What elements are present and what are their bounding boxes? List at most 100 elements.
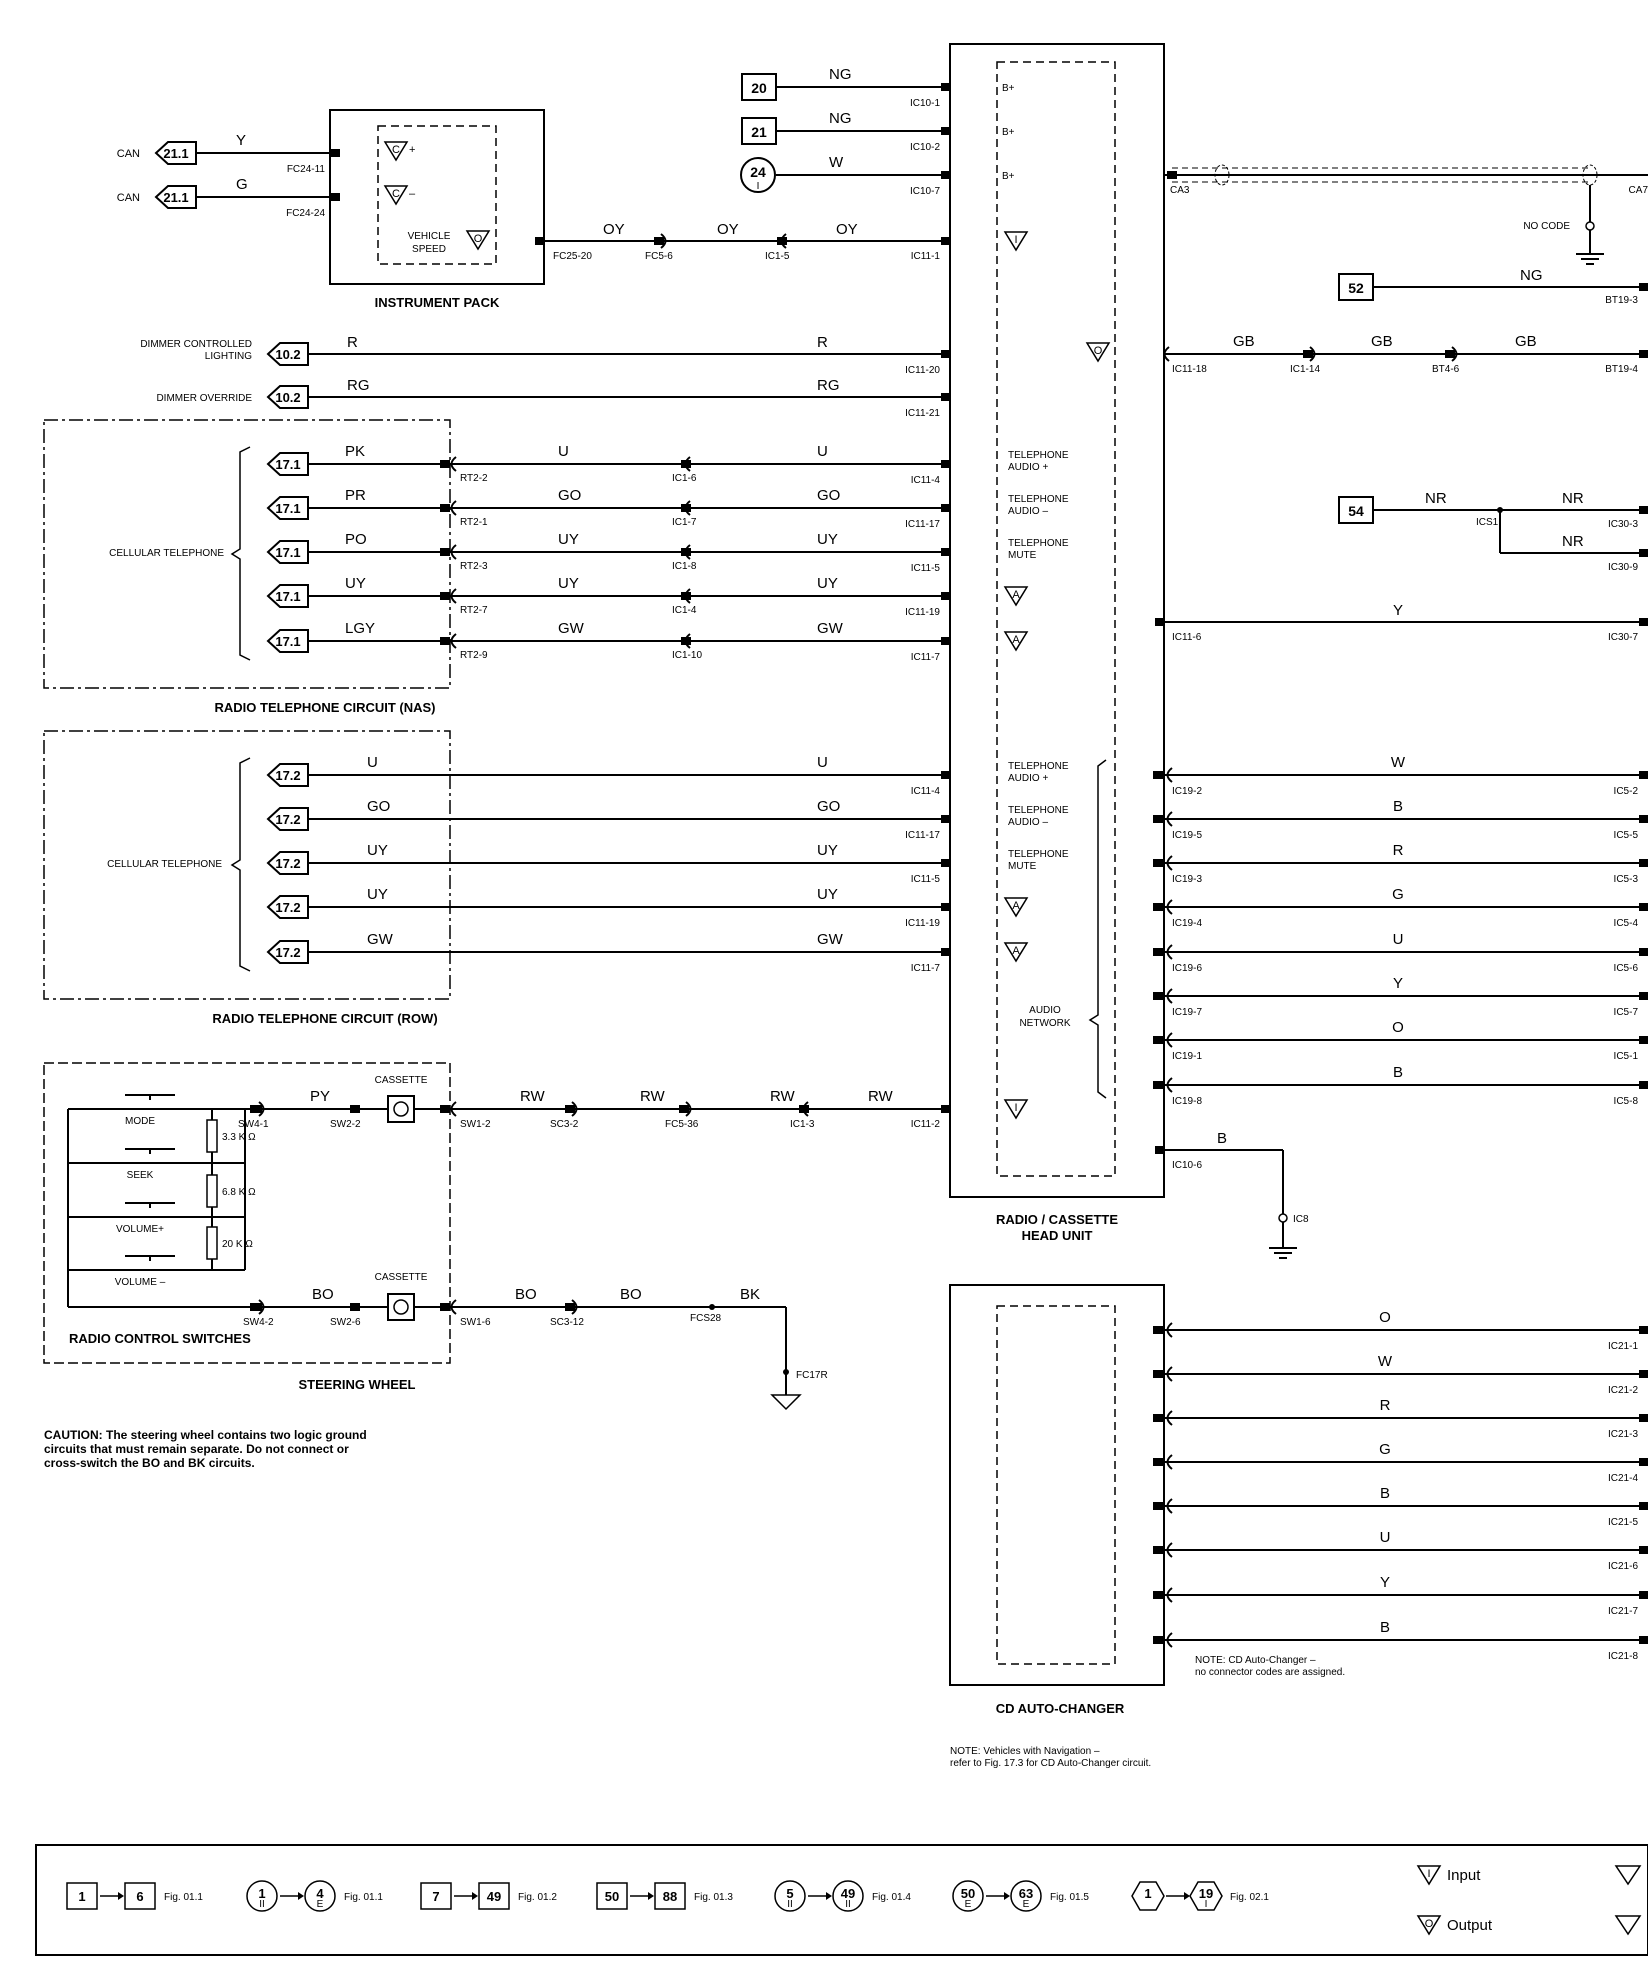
pin bbox=[1639, 903, 1648, 911]
legend-arrowhead bbox=[826, 1892, 832, 1900]
socket-connector bbox=[450, 633, 457, 649]
connector-code: SW4-1 bbox=[238, 1119, 269, 1130]
pin bbox=[941, 460, 951, 468]
pin bbox=[941, 1105, 951, 1113]
pin bbox=[1153, 1591, 1163, 1599]
tel-row-box bbox=[43, 730, 451, 1000]
wire-color: U bbox=[817, 443, 828, 460]
can-label: CAN bbox=[117, 148, 140, 160]
connector-code: IC19-2 bbox=[1172, 786, 1202, 797]
inline-connector-pin bbox=[654, 237, 664, 245]
legend-from bbox=[246, 1880, 278, 1912]
wire-color: B bbox=[1217, 1130, 1227, 1147]
input-marker bbox=[1003, 1099, 1029, 1120]
connector-code: IC21-4 bbox=[1608, 1473, 1638, 1484]
instrument-pack-box bbox=[329, 109, 545, 285]
wire-color: GB bbox=[1515, 333, 1537, 350]
connector-code: FC24-24 bbox=[286, 208, 325, 219]
shield-ring bbox=[1582, 164, 1598, 186]
tel-pin-label: TELEPHONE bbox=[1008, 494, 1069, 505]
wire-color: OY bbox=[603, 221, 625, 238]
legend-from bbox=[1131, 1881, 1165, 1911]
connector-code: SC3-2 bbox=[550, 1119, 579, 1130]
ref-arrow-label: 17.1 bbox=[275, 545, 300, 560]
dimmer-label: DIMMER OVERRIDE bbox=[156, 393, 252, 404]
pin-label: B+ bbox=[1002, 83, 1015, 94]
resistor-value: 3.3 K Ω bbox=[222, 1132, 256, 1143]
pin bbox=[440, 592, 450, 600]
ground-symbol bbox=[770, 1394, 802, 1411]
inline-connector bbox=[660, 233, 667, 249]
ref-arrow-label: 17.1 bbox=[275, 634, 300, 649]
tel-row-title: RADIO TELEPHONE CIRCUIT (ROW) bbox=[212, 1011, 437, 1026]
ground-label: FC17R bbox=[796, 1370, 828, 1381]
connector-code: IC11-4 bbox=[911, 786, 941, 797]
inline-connector bbox=[685, 1101, 692, 1117]
wire-color: GO bbox=[817, 798, 840, 815]
wire-color: U bbox=[1380, 1529, 1391, 1546]
pin bbox=[1153, 1370, 1163, 1378]
socket-connector bbox=[450, 588, 457, 604]
caution-text: CAUTION: The steering wheel contains two… bbox=[44, 1428, 367, 1442]
wire-color: G bbox=[236, 176, 248, 193]
pin-marker-label: I bbox=[1014, 234, 1017, 246]
legend-to bbox=[304, 1880, 336, 1912]
wire-color: UY bbox=[367, 842, 388, 859]
ref-arrow-label: 17.1 bbox=[275, 589, 300, 604]
pin bbox=[1639, 1636, 1648, 1644]
legend-ref: 1 bbox=[1144, 1886, 1151, 1901]
connector-code: IC21-3 bbox=[1608, 1429, 1638, 1440]
wire-color: RW bbox=[640, 1088, 666, 1105]
wire-color: RW bbox=[770, 1088, 796, 1105]
connector-code: RT2-1 bbox=[460, 517, 488, 528]
tel-pin-label: AUDIO + bbox=[1008, 773, 1048, 784]
pin bbox=[941, 393, 951, 401]
connector-code: SW1-6 bbox=[460, 1317, 491, 1328]
tel-pin-label: AUDIO – bbox=[1008, 506, 1048, 517]
socket-connector bbox=[1166, 1032, 1173, 1048]
nav-note: NOTE: Vehicles with Navigation – bbox=[950, 1746, 1100, 1757]
connector-code: IC5-3 bbox=[1614, 874, 1639, 885]
legend-ref: 50 bbox=[961, 1886, 975, 1901]
pin bbox=[1639, 1458, 1648, 1466]
connector-code: IC30-7 bbox=[1608, 632, 1638, 643]
pin bbox=[941, 548, 951, 556]
wire-color: GO bbox=[558, 487, 581, 504]
legend-to bbox=[478, 1882, 510, 1910]
pin bbox=[1153, 1636, 1163, 1644]
legend-ref: 49 bbox=[841, 1886, 855, 1901]
tel-pin-label: MUTE bbox=[1008, 550, 1037, 561]
pin bbox=[1639, 948, 1648, 956]
wire-color: R bbox=[817, 334, 828, 351]
socket-connector bbox=[1166, 1366, 1173, 1382]
ref-label: 54 bbox=[1348, 503, 1364, 519]
connector-code: IC19-6 bbox=[1172, 963, 1202, 974]
connector-code: IC11-21 bbox=[905, 408, 940, 419]
connector-code: SW2-2 bbox=[330, 1119, 361, 1130]
inline-connector-pin bbox=[565, 1105, 575, 1113]
tel-device-label: CELLULAR TELEPHONE bbox=[109, 548, 224, 559]
socket-connector bbox=[450, 500, 457, 516]
connector-code: RT2-9 bbox=[460, 650, 488, 661]
inline-connector-pin bbox=[1445, 350, 1455, 358]
inline-connector bbox=[258, 1101, 265, 1117]
ref-label: 21 bbox=[751, 124, 767, 140]
legend-input-label: Input bbox=[1447, 1867, 1481, 1884]
socket-connector bbox=[1166, 1542, 1173, 1558]
cd-note: NOTE: CD Auto-Changer – bbox=[1195, 1655, 1316, 1666]
cassette-ring bbox=[393, 1299, 409, 1315]
wire-color: NR bbox=[1562, 490, 1584, 507]
connector-code: IC1-5 bbox=[765, 251, 790, 262]
legend-sub: E bbox=[317, 1899, 324, 1910]
pin bbox=[1167, 171, 1177, 179]
legend-sub: II bbox=[845, 1899, 851, 1910]
splice-label: ICS1 bbox=[1476, 517, 1499, 528]
pin bbox=[941, 171, 951, 179]
connector-code: IC19-3 bbox=[1172, 874, 1202, 885]
connector-code: IC21-7 bbox=[1608, 1606, 1638, 1617]
legend-from bbox=[420, 1882, 452, 1910]
pin bbox=[330, 193, 340, 201]
wire-color: PK bbox=[345, 443, 365, 460]
pin bbox=[1155, 1146, 1165, 1154]
socket-connector bbox=[1166, 855, 1173, 871]
